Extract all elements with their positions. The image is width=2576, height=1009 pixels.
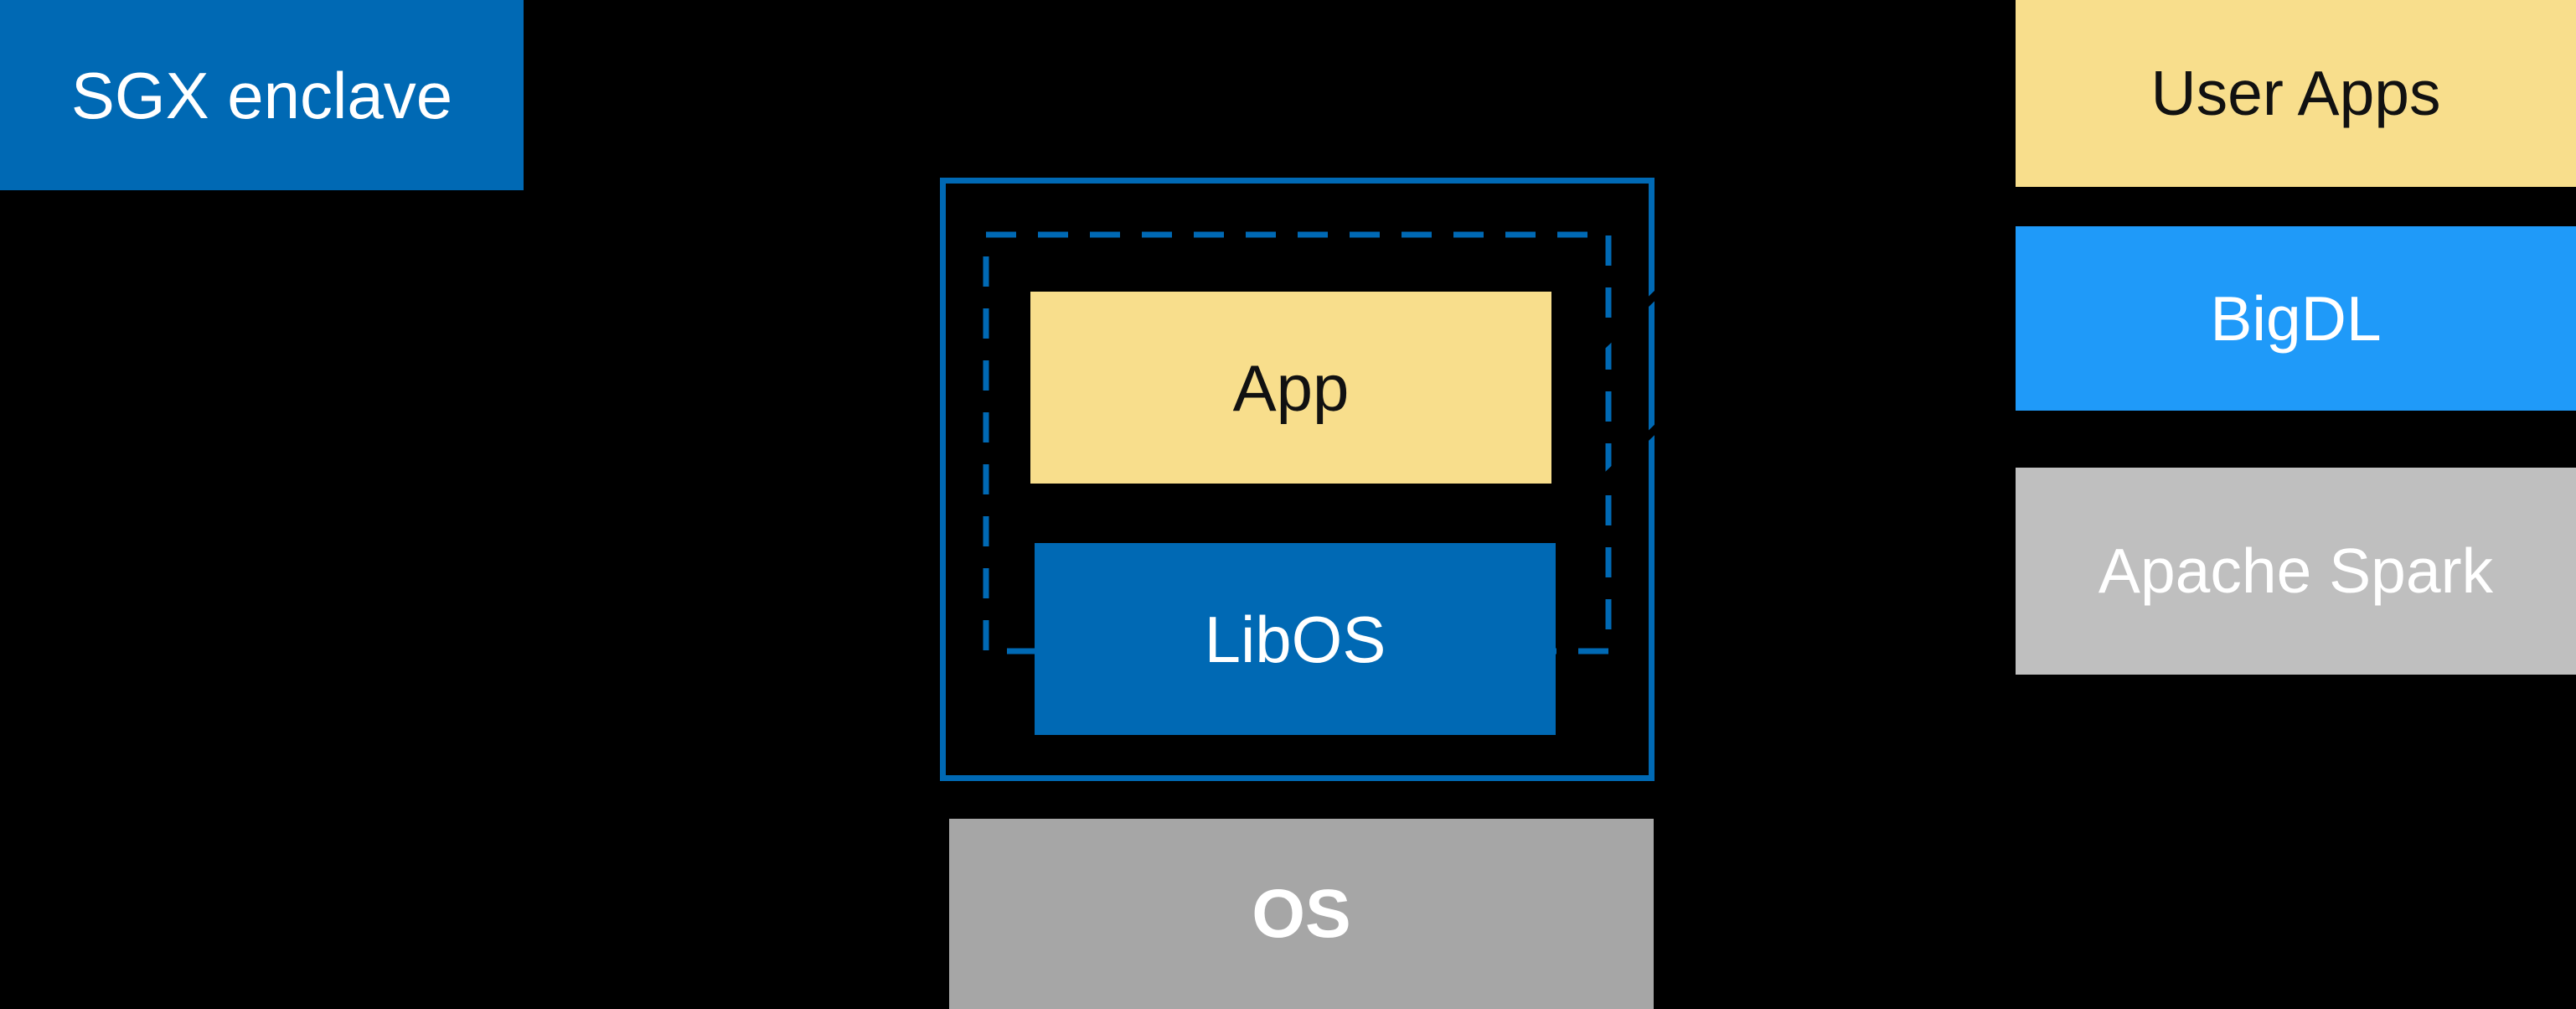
spark-label: Apache Spark <box>2098 536 2494 606</box>
annotation-arrow-sgx-tip <box>518 505 538 525</box>
sgx-enclave-box: SGX enclave <box>0 0 524 190</box>
libos-label: LibOS <box>1204 602 1386 676</box>
app-box: App <box>1030 292 1551 484</box>
bigdl-label: BigDL <box>2210 282 2382 354</box>
os-box: OS <box>949 819 1654 1009</box>
stack-spark-box: Apache Spark <box>2016 468 2576 675</box>
app-label: App <box>1232 350 1350 425</box>
annotation-line-lower <box>1575 391 1696 506</box>
os-label: OS <box>1252 875 1351 952</box>
user-apps-label: User Apps <box>2150 58 2441 128</box>
sgx-enclave-label: SGX enclave <box>70 58 453 132</box>
stack-user-apps-box: User Apps <box>2016 0 2576 187</box>
stack-bigdl-box: BigDL <box>2016 226 2576 411</box>
annotation-line-upper <box>1587 256 1696 361</box>
libos-box: LibOS <box>1035 543 1556 735</box>
